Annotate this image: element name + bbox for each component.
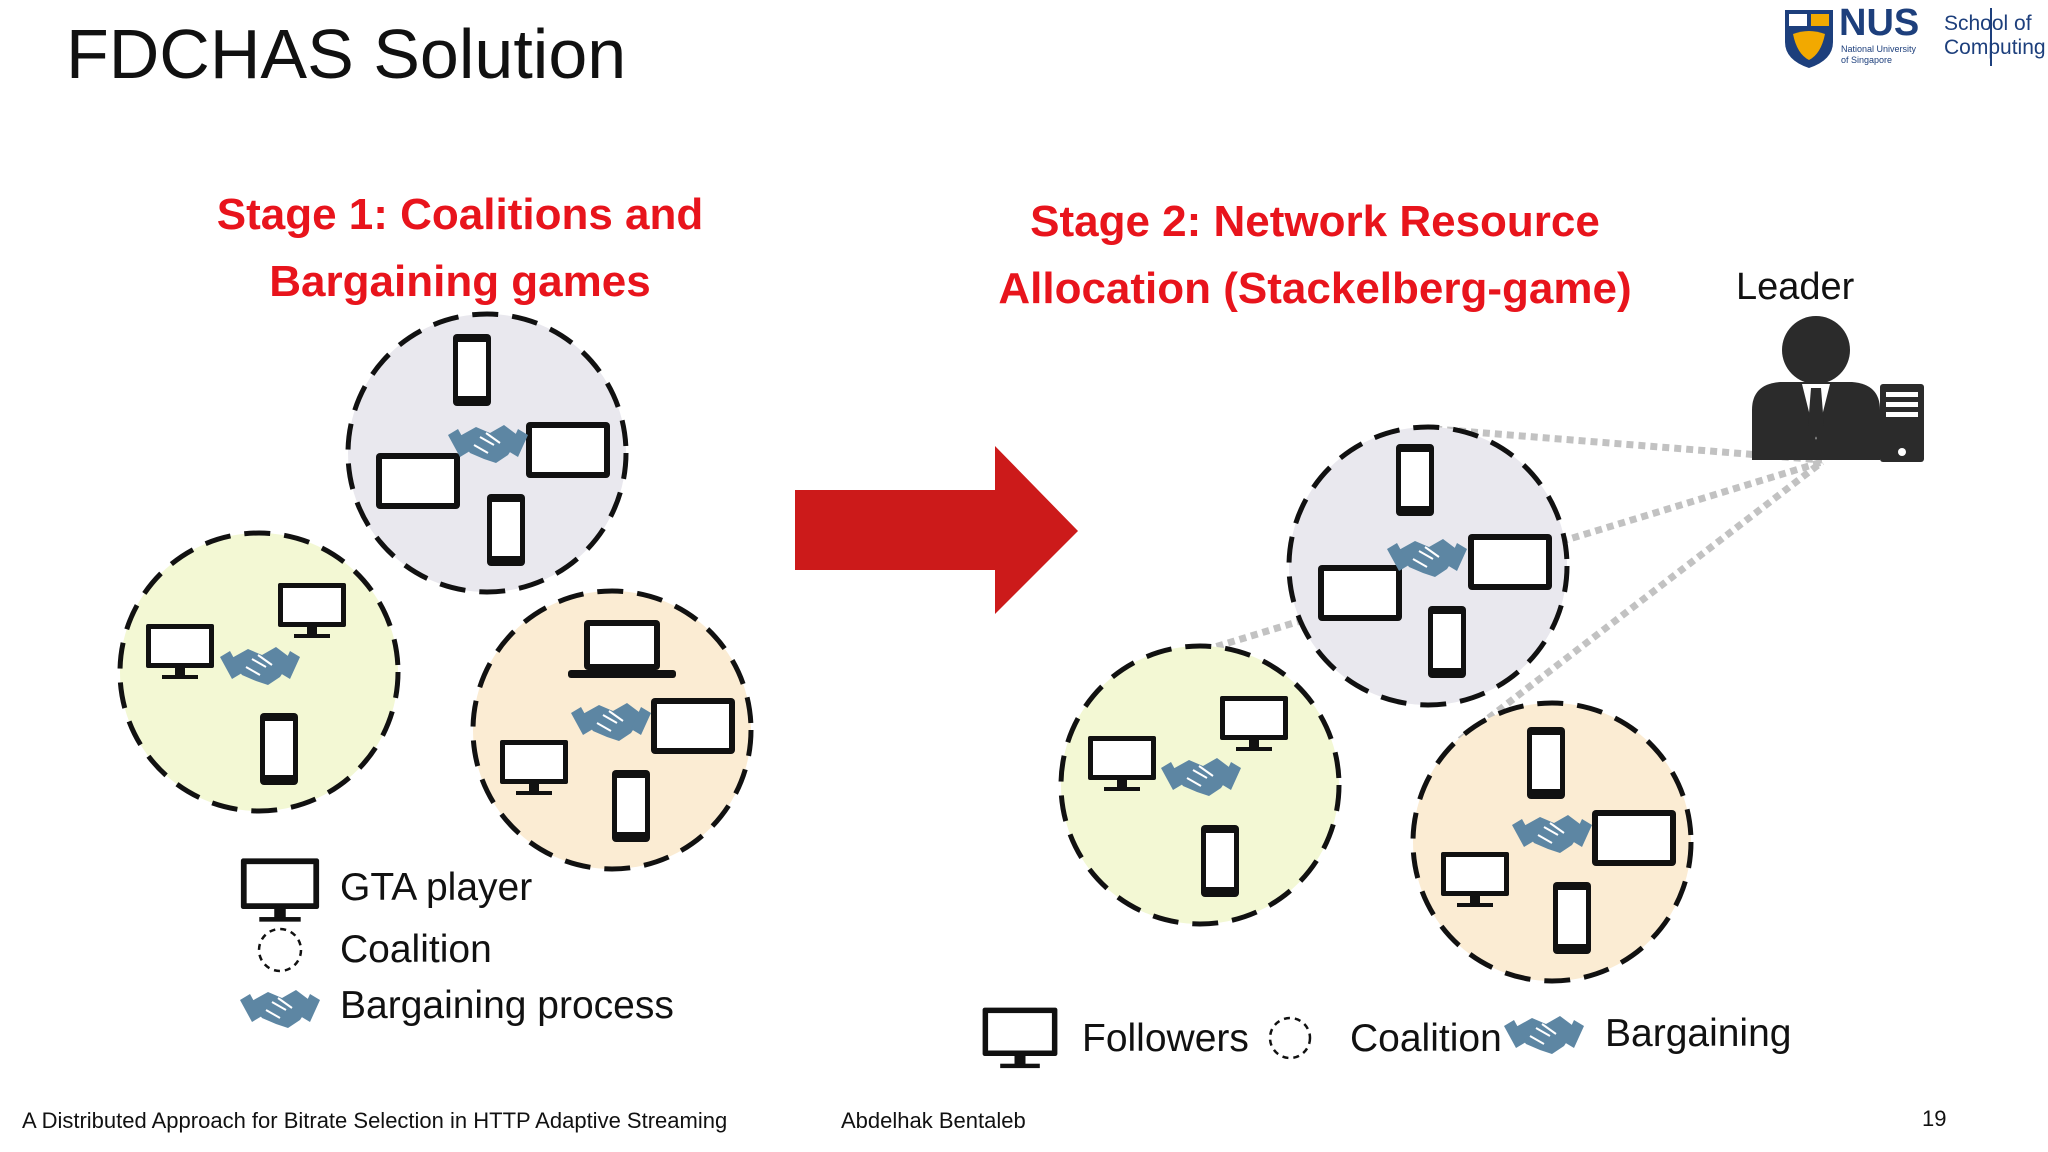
footer-title: A Distributed Approach for Bitrate Selec…: [22, 1108, 728, 1133]
phone-icon: [1396, 444, 1434, 516]
stage2-coalition-orange: [1410, 700, 1694, 984]
leader-icon: [1752, 316, 1924, 462]
stage1-coalition-orange: [470, 588, 754, 872]
stage1-line2: Bargaining games: [269, 257, 651, 306]
phone-icon: [453, 334, 491, 406]
stage2-line2: Allocation (Stackelberg-game): [998, 264, 1632, 313]
leader-label: Leader: [1736, 266, 1855, 308]
phone-icon: [260, 713, 298, 785]
nus-logo-sub-2: of Singapore: [1841, 55, 1893, 65]
nus-logo-text: NUS: [1839, 2, 1920, 44]
stage2-heading: Stage 2: Network Resource Allocation (St…: [975, 188, 1655, 322]
tablet-icon: [1468, 534, 1552, 590]
legend2-coalition-icon: [1268, 1016, 1312, 1060]
legend2-coalition-label: Coalition: [1350, 1017, 1502, 1060]
phone-icon: [487, 494, 525, 566]
stage1-coalition-green: [117, 530, 401, 814]
phone-icon: [1527, 727, 1565, 799]
legend-handshake-icon: [239, 989, 321, 1029]
nus-logo-sub-1: National University: [1841, 44, 1917, 54]
nus-logo: NUS National University of Singapore Sch…: [1783, 2, 2048, 70]
legend-followers-label: Followers: [1082, 1017, 1249, 1060]
nus-crest-icon: [1785, 8, 1992, 68]
legend-followers-icon: [982, 1007, 1058, 1069]
stage2-coalition-gray: [1286, 424, 1570, 708]
page-number: 19: [1922, 1106, 1947, 1131]
slide-title: FDCHAS Solution: [66, 15, 627, 93]
stage-transition-arrow: [795, 446, 1078, 614]
stage2-line1: Stage 2: Network Resource: [1030, 197, 1600, 246]
tablet-icon: [1318, 565, 1402, 621]
stage2-coalition-green: [1058, 643, 1342, 927]
leader-links: [1203, 425, 1825, 743]
phone-icon: [1428, 606, 1466, 678]
phone-icon: [1553, 882, 1591, 954]
legend-coalition-label: Coalition: [340, 928, 492, 971]
phone-icon: [612, 770, 650, 842]
phone-icon: [1201, 825, 1239, 897]
school-text-2: Computing: [1944, 36, 2046, 59]
school-text-1: School of: [1944, 12, 2032, 35]
tablet-icon: [526, 422, 610, 478]
legend-bargaining-label: Bargaining process: [340, 984, 674, 1027]
legend-coalition-icon: [257, 927, 303, 973]
legend-player-icon: [240, 858, 320, 922]
stage1-coalition-gray: [345, 311, 629, 595]
legend2-handshake-icon: [1503, 1015, 1585, 1055]
tablet-icon: [376, 453, 460, 509]
legend-player-label: GTA player: [340, 866, 533, 909]
tablet-icon: [1592, 810, 1676, 866]
tablet-icon: [651, 698, 735, 754]
legend2-bargaining-label: Bargaining: [1605, 1012, 1792, 1055]
stage1-heading: Stage 1: Coalitions and Bargaining games: [160, 181, 760, 315]
stage1-line1: Stage 1: Coalitions and: [216, 190, 704, 239]
footer-author: Abdelhak Bentaleb: [841, 1108, 1026, 1133]
